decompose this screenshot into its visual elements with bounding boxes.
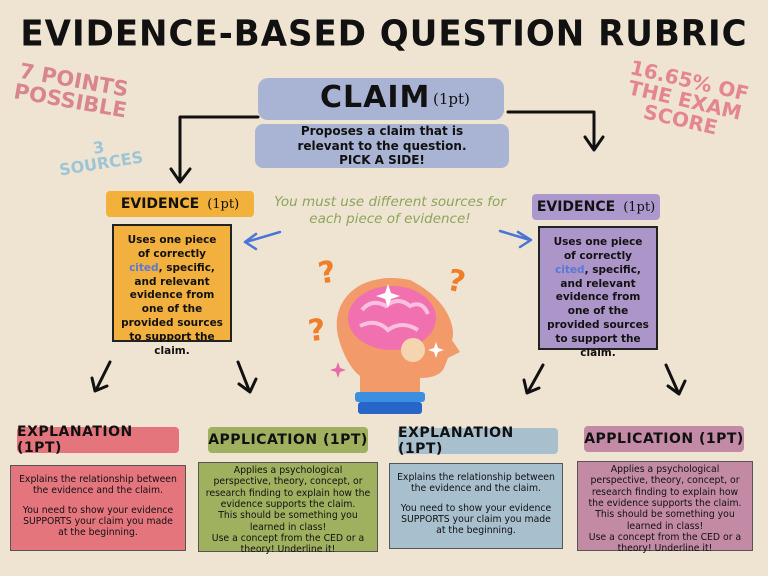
svg-text:?: ? [306, 313, 327, 350]
cited-word: cited [129, 261, 159, 274]
application-box-left: Applies a psychological perspective, the… [198, 462, 378, 555]
svg-text:?: ? [316, 254, 339, 291]
arrow-icon [236, 360, 251, 392]
svg-text:?: ? [444, 263, 468, 301]
evidence-text: , specific, and relevant evidence from o… [121, 261, 223, 357]
sparkle-icon [330, 362, 346, 378]
arrow-icon [237, 377, 258, 394]
arrow-icon [244, 230, 282, 244]
claim-desc-line: relevant to the question. [297, 138, 467, 153]
evidence-text: Uses one piece of correctly [127, 234, 217, 260]
evidence-box-left: Uses one piece of correctly cited, speci… [112, 224, 232, 357]
claim-desc-line: PICK A SIDE! [339, 153, 425, 168]
arrow-icon [94, 360, 112, 392]
explanation-text: Explains the relationship between the ev… [19, 474, 177, 497]
sparkle-icon [376, 284, 444, 358]
claim-title: CLAIM [320, 80, 431, 115]
arrow-icon [664, 363, 680, 394]
application-text: Applies a psychological perspective, the… [588, 464, 742, 509]
arrow-icon [506, 110, 596, 150]
arrow-icon [243, 232, 258, 251]
claim-desc-line: Proposes a claim that is [300, 124, 464, 139]
claim-description: Proposes a claim that is relevant to the… [255, 124, 509, 168]
evidence-text: Uses one piece of correctly [553, 236, 643, 262]
application-text: This should be something you learned in … [218, 510, 358, 533]
evidence-text: , specific, and relevant evidence from o… [547, 263, 649, 359]
explanation-text: You need to show your evidence SUPPORTS … [400, 502, 552, 537]
arrow-icon [178, 115, 260, 182]
page-title: EVIDENCE-BASED QUESTION RUBRIC [20, 13, 748, 55]
evidence-points: (1pt) [207, 196, 240, 212]
cited-word: cited [555, 263, 585, 276]
arrow-icon [583, 135, 605, 152]
arrow-icon [90, 376, 109, 393]
arrow-icon [526, 363, 545, 394]
evidence-label-left: EVIDENCE (1pt) [106, 191, 254, 217]
claim-points: (1pt) [433, 90, 470, 108]
evidence-points: (1pt) [623, 199, 656, 215]
application-text: This should be something you learned in … [595, 509, 735, 532]
explanation-text: Explains the relationship between the ev… [397, 472, 555, 495]
explanation-box-right: Explains the relationship between the ev… [389, 463, 563, 549]
evidence-label-right: EVIDENCE (1pt) [532, 194, 660, 220]
sources-instruction-note: You must use different sources for each … [274, 194, 506, 227]
explanation-label-left: EXPLANATION (1PT) [17, 424, 179, 456]
arrow-icon [516, 230, 533, 249]
evidence-label-text: EVIDENCE [120, 196, 200, 212]
evidence-box-right: Uses one piece of correctly cited, speci… [538, 226, 658, 359]
evidence-label-text: EVIDENCE [536, 199, 616, 215]
application-text: Use a concept from the CED or a theory! … [588, 531, 742, 555]
application-text: Applies a psychological perspective, the… [205, 465, 371, 510]
head-brain-icon [336, 278, 460, 414]
claim-label-pill [258, 78, 504, 120]
explanation-text: You need to show your evidence SUPPORTS … [22, 504, 174, 539]
arrow-icon [498, 229, 532, 242]
application-box-right: Applies a psychological perspective, the… [577, 461, 753, 554]
application-text: Use a concept from the CED or a theory! … [211, 532, 365, 556]
arrow-icon [169, 167, 192, 184]
arrow-icon [522, 378, 541, 395]
application-label-left: APPLICATION (1PT) [208, 427, 368, 453]
explanation-box-left: Explains the relationship between the ev… [10, 465, 186, 551]
application-label-right: APPLICATION (1PT) [584, 426, 744, 452]
explanation-label-right: EXPLANATION (1PT) [398, 425, 558, 457]
arrow-icon [666, 379, 687, 396]
